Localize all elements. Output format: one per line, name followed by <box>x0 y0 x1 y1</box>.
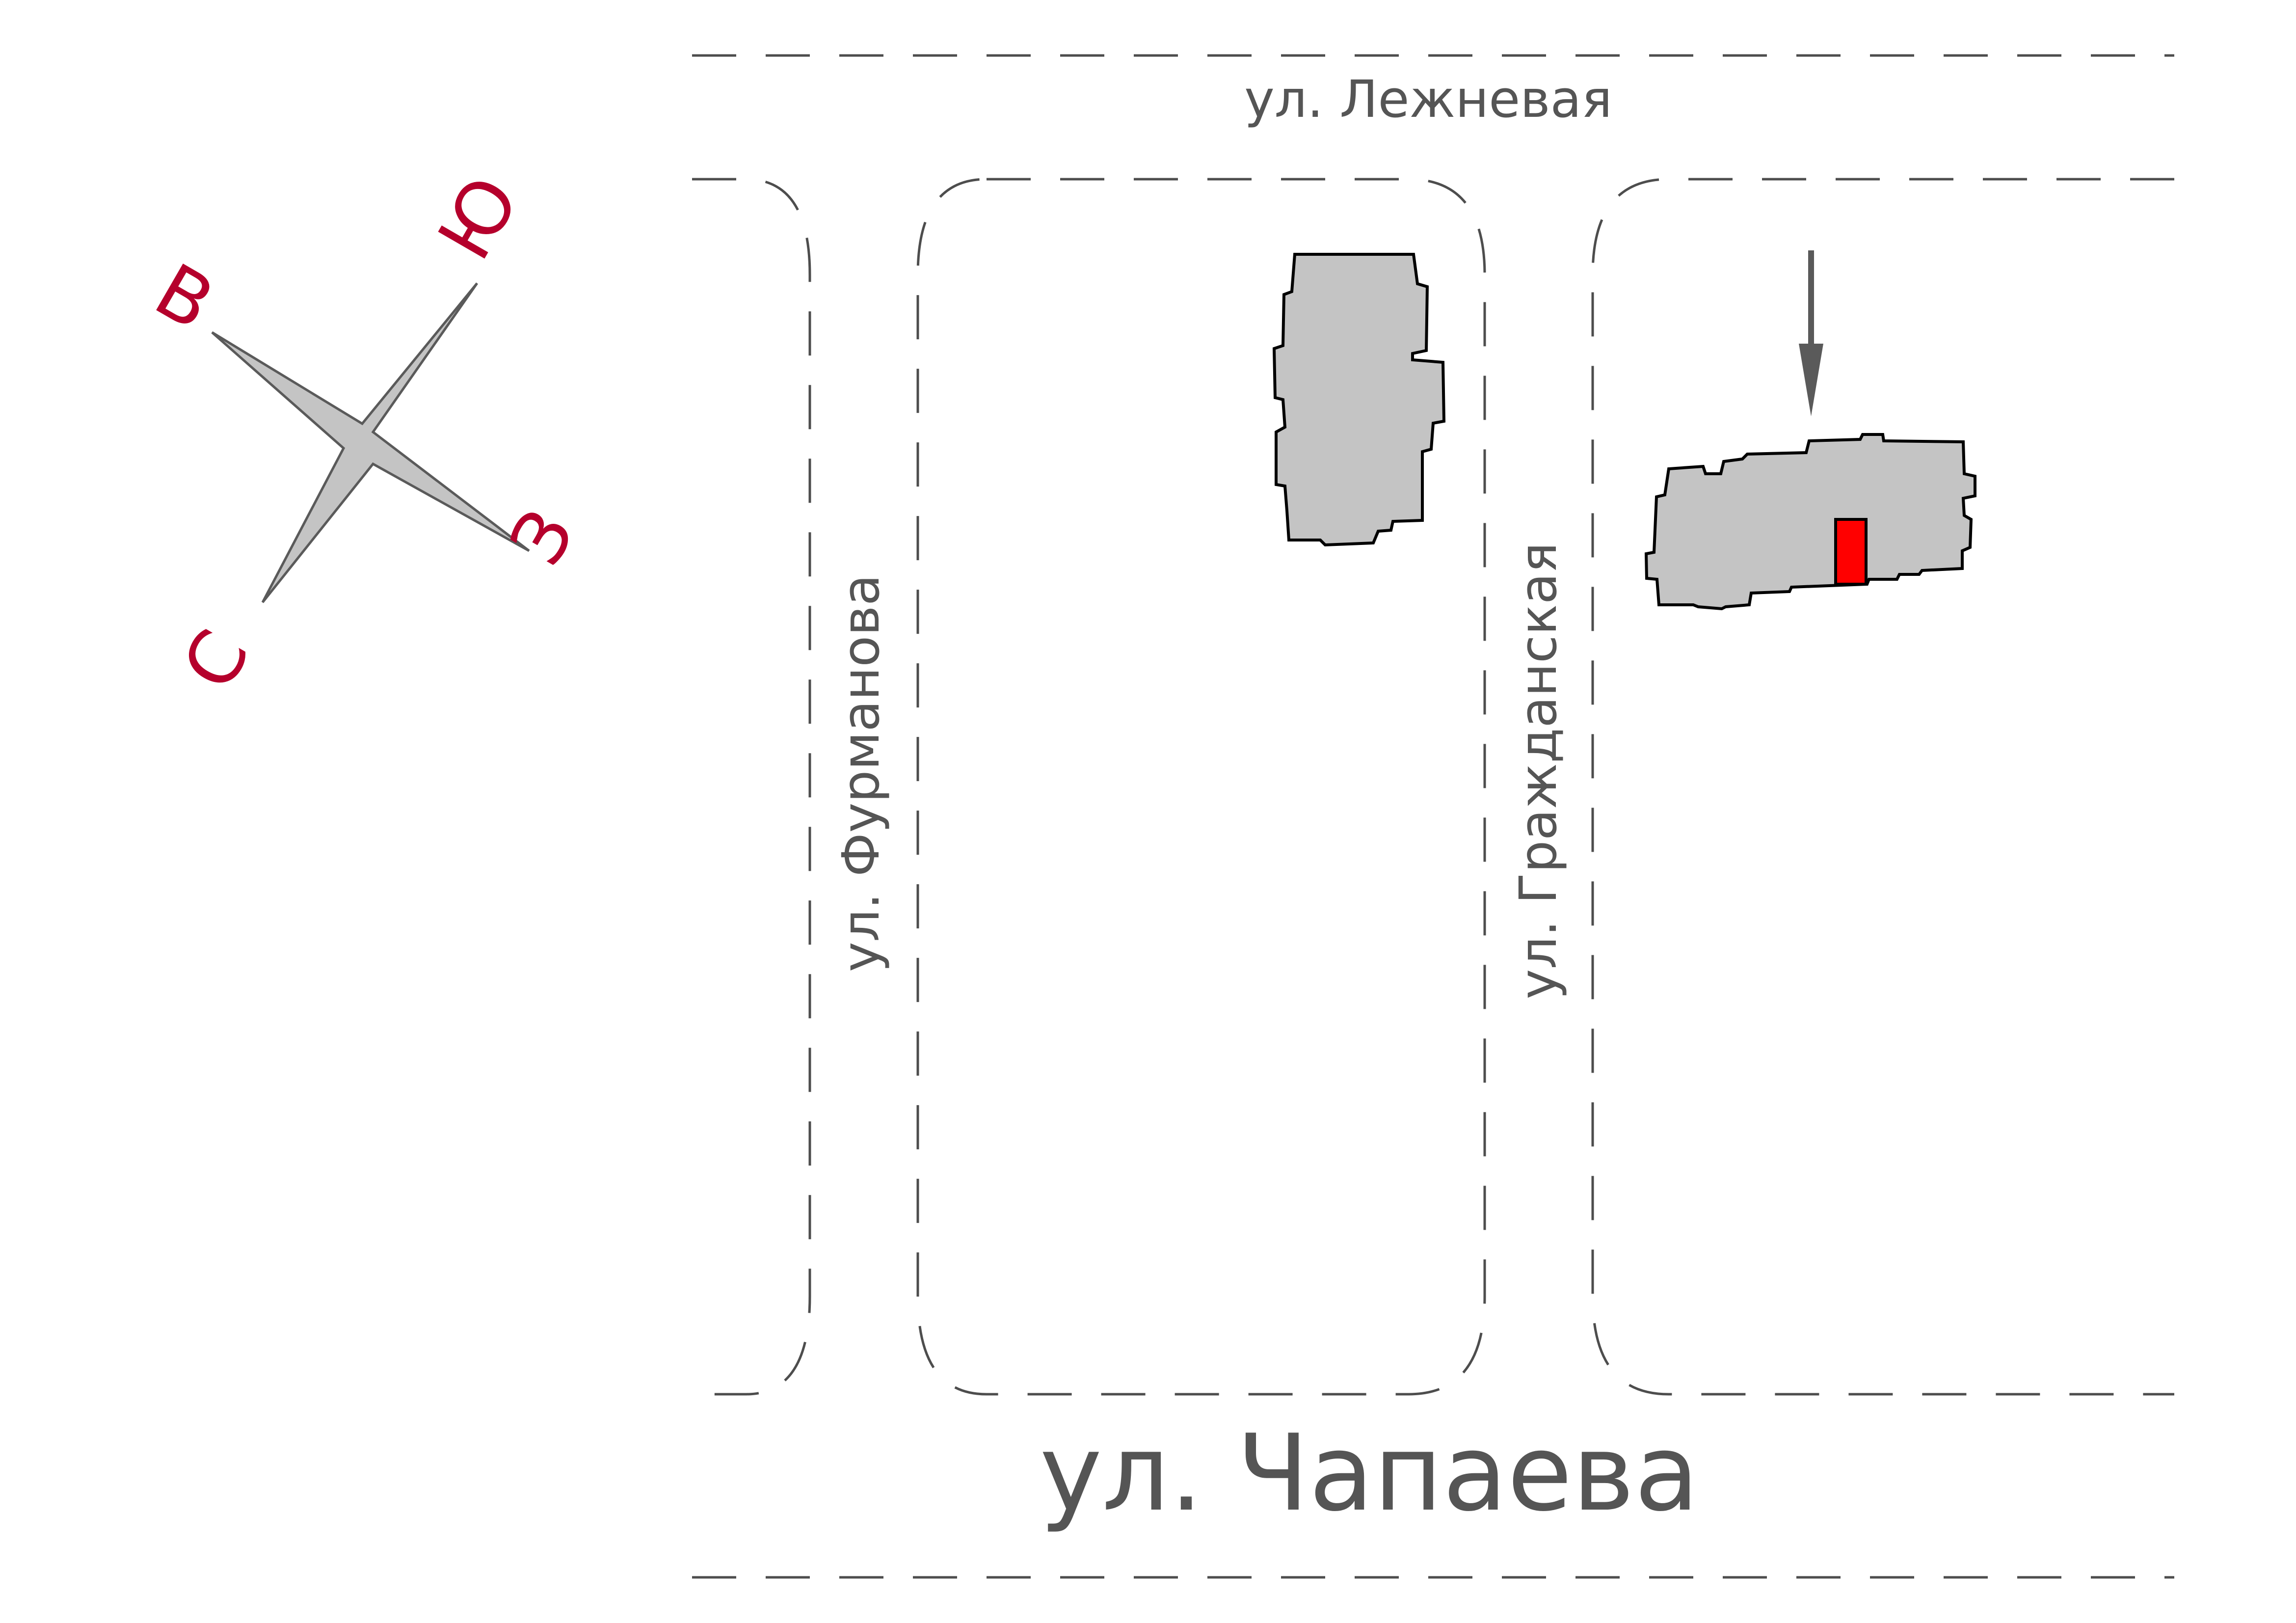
compass-label-north: С <box>166 617 266 704</box>
buildings <box>1272 253 1976 611</box>
compass-label-east: В <box>141 248 227 347</box>
compass-star-icon <box>211 282 530 603</box>
road-block-left-edge <box>692 178 811 1396</box>
building-right <box>1644 433 1976 611</box>
compass-label-west: З <box>494 495 591 579</box>
street-label-grazhdanskaya: ул. Гражданская <box>1508 542 1568 1000</box>
pointer-arrow-icon <box>1799 250 1823 416</box>
road-block-middle-edge <box>916 178 1486 1396</box>
street-label-furmanova: ул. Фурманова <box>831 574 891 972</box>
street-label-lezhnevaya: ул. Лежневая <box>1244 69 1612 129</box>
building-left <box>1272 253 1446 547</box>
street-labels: ул. Лежневая ул. Фурманова ул. Гражданск… <box>831 69 1699 1535</box>
highlighted-section <box>1834 518 1868 586</box>
roads <box>692 54 2174 1579</box>
road-block-right-edge <box>1591 178 2174 1396</box>
compass-label-south: Ю <box>422 162 536 274</box>
compass-rose: Ю В З С <box>141 162 591 703</box>
street-label-chapaeva: ул. Чапаева <box>1040 1411 1699 1535</box>
